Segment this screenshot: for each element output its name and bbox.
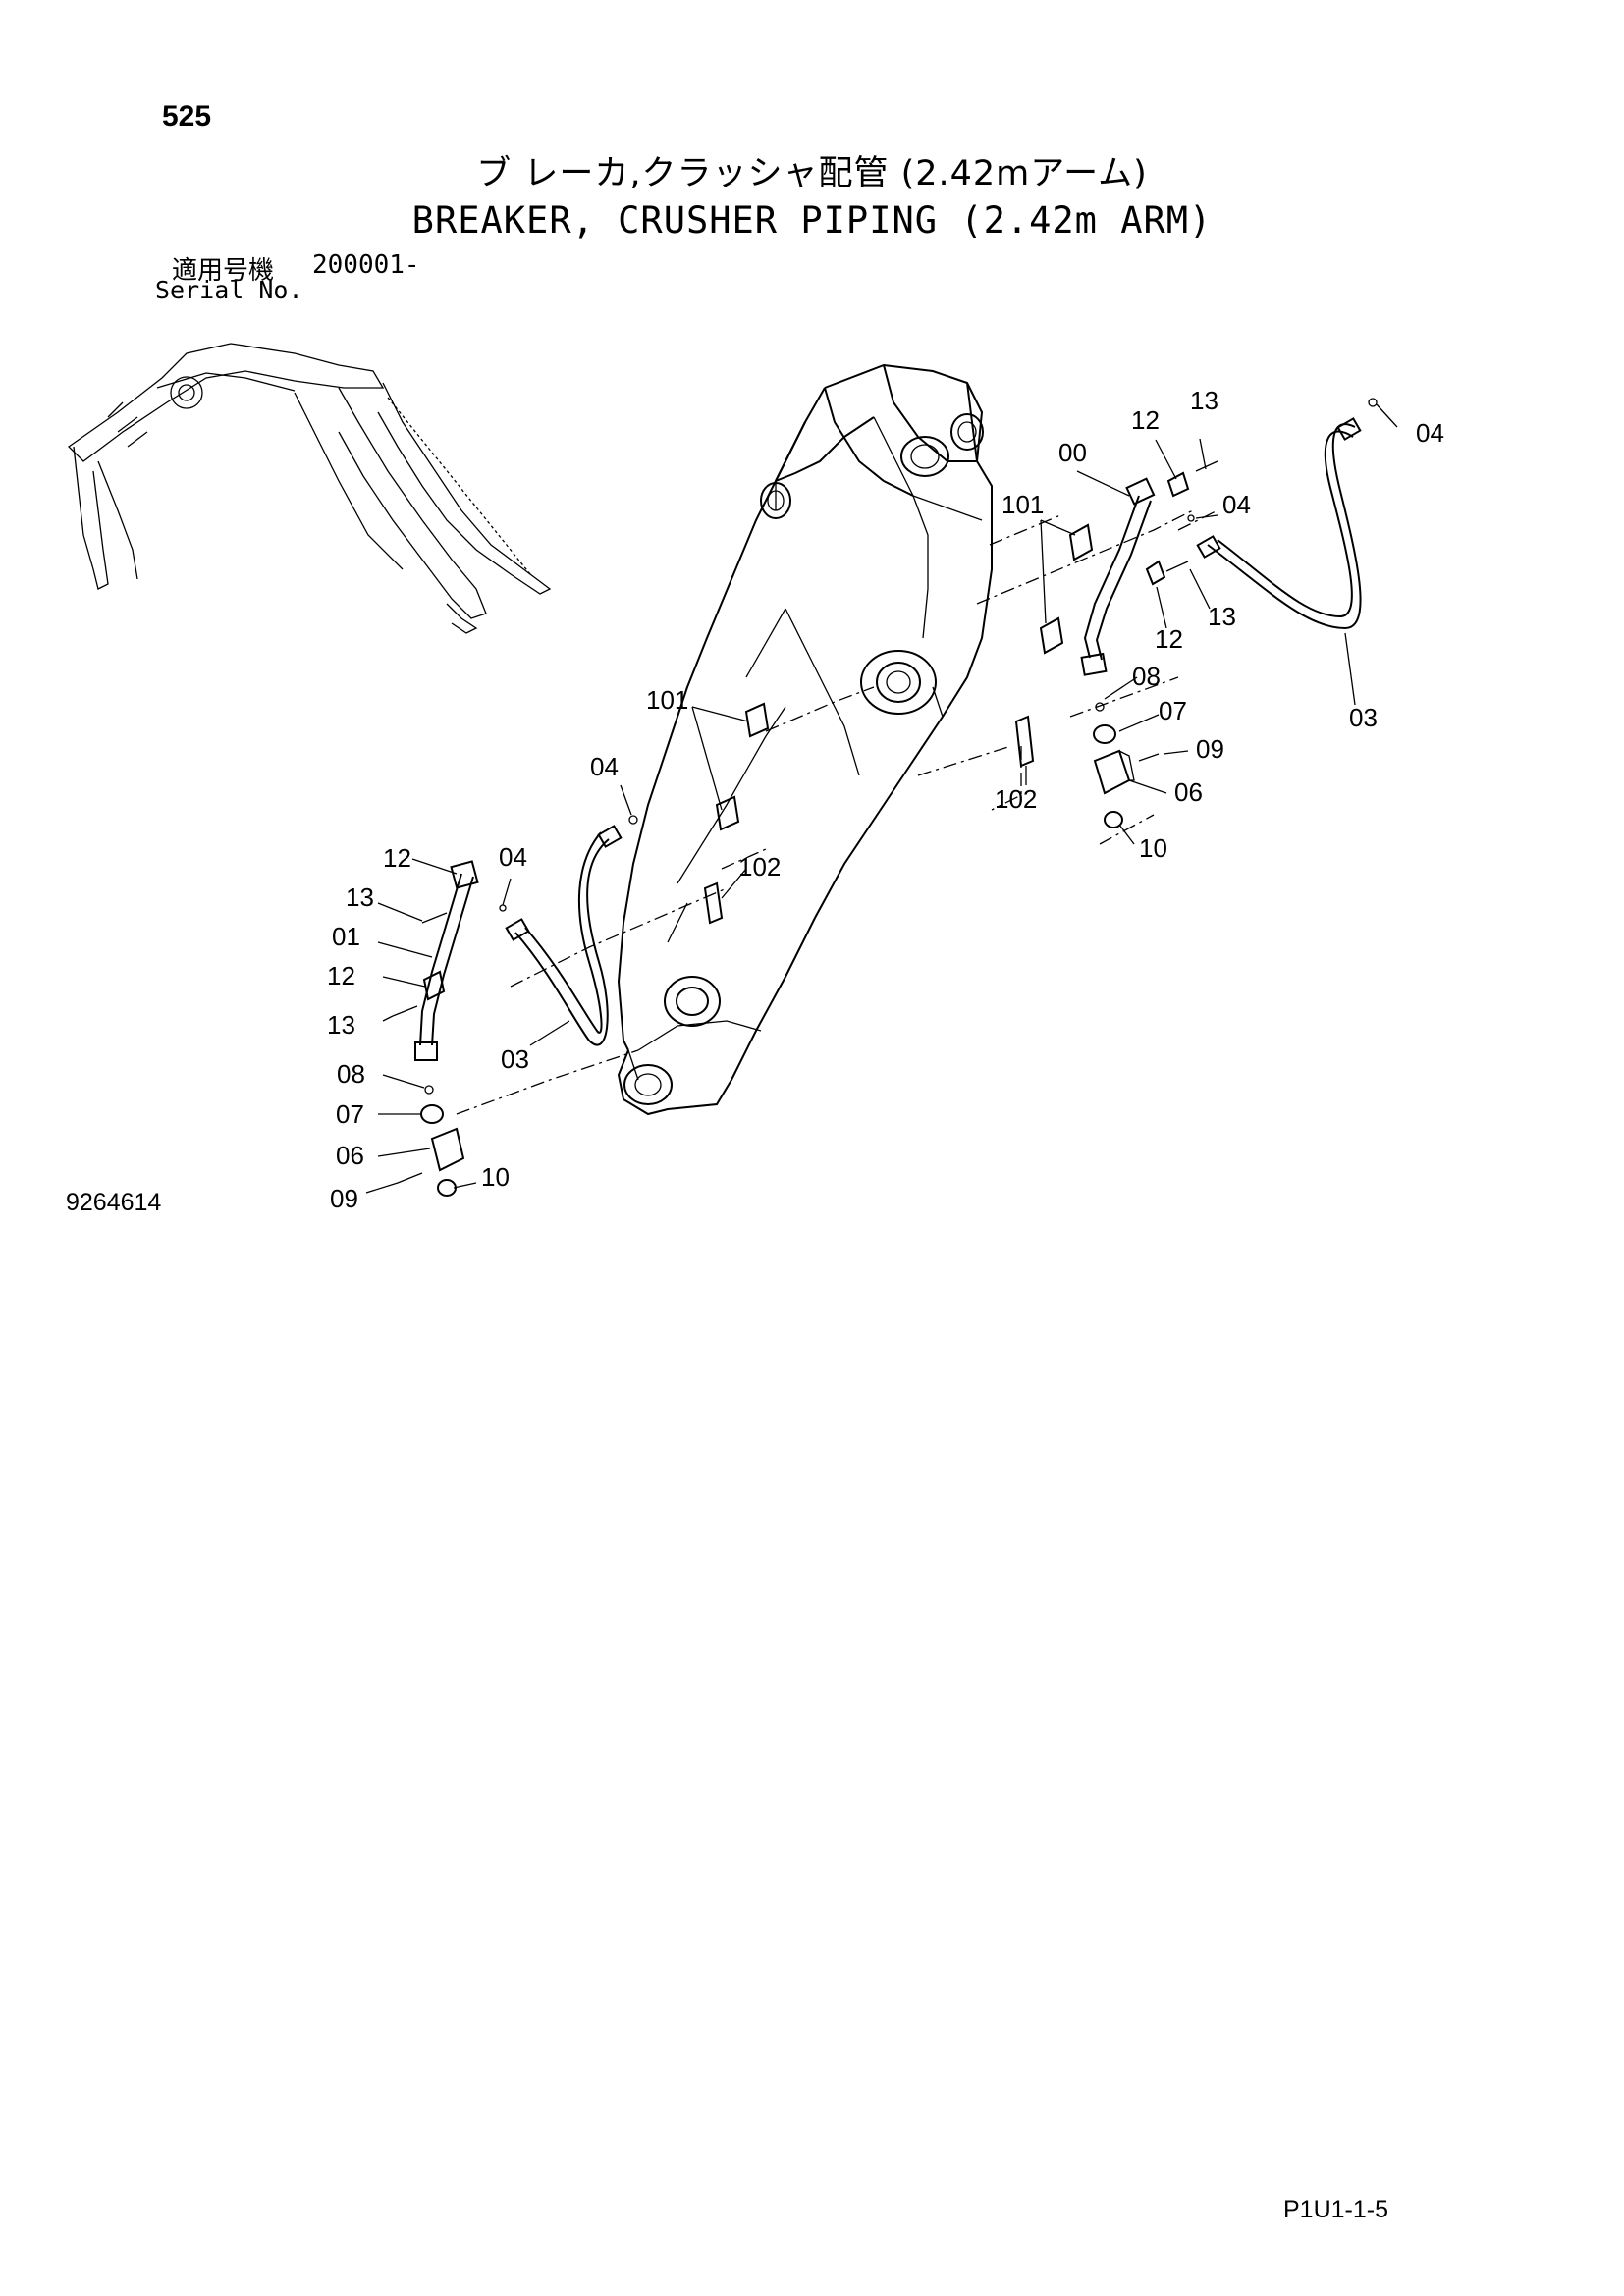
callout-label: 01	[332, 922, 360, 951]
callout-label: 06	[1174, 777, 1203, 807]
callout-label: 10	[481, 1162, 510, 1192]
callout-label: 13	[327, 1010, 355, 1040]
callout-label: 12	[327, 961, 355, 990]
title-english: BREAKER, CRUSHER PIPING (2.42m ARM)	[411, 199, 1213, 241]
callout-label: 12	[1155, 624, 1183, 654]
callout-label: 13	[1190, 386, 1218, 415]
page-code: P1U1-1-5	[1283, 2196, 1388, 2223]
callout-label: 12	[383, 843, 411, 873]
leader-lines	[365, 403, 1398, 1194]
excavator-thumbnail	[67, 343, 552, 634]
serial-label-japanese: 適用号機	[172, 256, 275, 286]
callout-label: 101	[646, 685, 688, 715]
callout-label: 03	[1349, 703, 1378, 732]
pipe-assembly-right	[1014, 398, 1378, 828]
callout-label: 102	[738, 852, 781, 881]
callout-label: 12	[1131, 405, 1160, 435]
callout-label: 09	[1196, 734, 1224, 764]
callout-label: 07	[336, 1099, 364, 1129]
title-japanese: ブ レーカ,クラッシャ配管 (2.42mアーム)	[476, 154, 1148, 193]
callout-label: 04	[499, 842, 527, 872]
callout-label: 00	[1058, 438, 1087, 467]
callout-label: 13	[346, 882, 374, 912]
callout-label: 04	[1416, 418, 1444, 448]
callout-label: 04	[1222, 490, 1251, 519]
drawing-number: 9264614	[66, 1189, 162, 1216]
callout-label: 04	[590, 752, 619, 781]
callout-label: 10	[1139, 833, 1167, 863]
callout-label: 07	[1159, 696, 1187, 725]
callout-label: 06	[336, 1141, 364, 1170]
callout-label: 08	[337, 1059, 365, 1089]
callout-labels: 13 12 04 00 101 04 13 12 08 07 03 09 06 …	[327, 386, 1444, 1213]
serial-label-english: Serial No.	[155, 276, 303, 304]
callout-label: 101	[1001, 490, 1044, 519]
callout-label: 102	[995, 784, 1037, 814]
assembly-lines	[456, 509, 1218, 1115]
arm-body	[617, 363, 993, 1116]
callout-label: 09	[330, 1184, 358, 1213]
callout-label: 08	[1132, 662, 1161, 691]
pipe-assembly-left	[392, 702, 770, 1197]
page-number: 525	[162, 100, 212, 133]
serial-range: 200001-	[312, 250, 420, 280]
callout-label: 03	[501, 1044, 529, 1074]
callout-label: 13	[1208, 602, 1236, 631]
